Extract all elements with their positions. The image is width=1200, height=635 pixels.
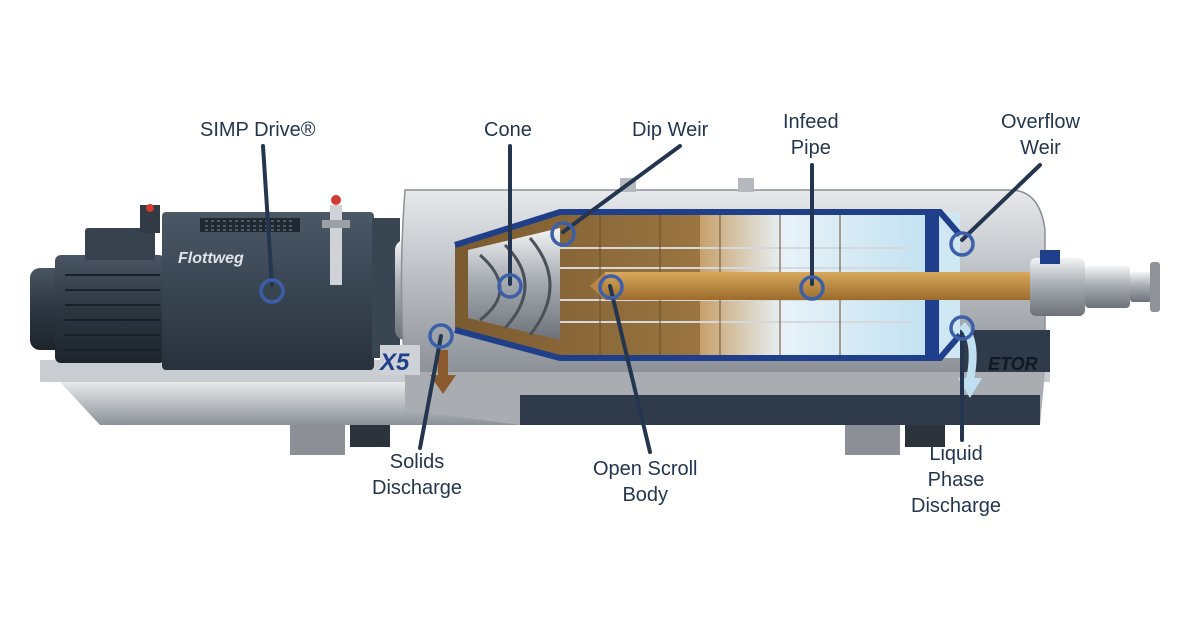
label-line: Phase — [927, 469, 985, 491]
label-line: Pipe — [790, 137, 831, 159]
label-line: Cone — [484, 119, 532, 141]
model-badge: X5 — [378, 349, 410, 376]
callout-markers — [259, 221, 975, 349]
circle-marker-icon — [799, 275, 825, 301]
callout-line-solids-discharge — [418, 334, 443, 450]
label-overflow-weir: Overflow Weir — [1001, 109, 1080, 161]
side-brand-text: ETOR — [988, 354, 1038, 374]
circle-marker-icon — [598, 274, 624, 300]
solids-discharge-arrow-icon — [430, 350, 456, 394]
flottweg-logo: Flottweg — [178, 250, 244, 267]
label-line: Weir — [1020, 137, 1061, 159]
label-line: Overflow — [1001, 111, 1080, 133]
label-open-scroll-body: Open Scroll Body — [593, 456, 698, 508]
label-line: Solids — [389, 451, 445, 473]
callout-line-simp-drive — [261, 144, 274, 287]
circle-marker-icon — [259, 278, 285, 304]
circle-marker-icon — [949, 231, 975, 257]
label-line: Discharge — [911, 495, 1002, 517]
label-line: Body — [622, 484, 669, 506]
label-line: SIMP Drive® — [200, 119, 316, 141]
label-line: Discharge — [372, 477, 463, 499]
circle-marker-icon — [550, 221, 576, 247]
circle-marker-icon — [428, 323, 454, 349]
simp-drive-housing — [162, 195, 400, 370]
label-line: Dip Weir — [632, 119, 709, 141]
motor — [30, 204, 165, 363]
label-cone: Cone — [484, 117, 532, 143]
feed-connection — [1030, 250, 1160, 316]
label-dip-weir: Dip Weir — [632, 117, 708, 143]
callout-line-dip-weir — [561, 144, 682, 234]
label-line: Liquid — [929, 443, 983, 465]
callout-lines — [261, 144, 1042, 454]
label-simp-drive: SIMP Drive® — [200, 117, 316, 143]
callout-line-open-scroll-body — [608, 284, 652, 454]
label-line: Open Scroll — [593, 458, 698, 480]
label-liquid-phase-discharge: Liquid Phase Discharge — [911, 441, 1001, 519]
label-solids-discharge: Solids Discharge — [372, 449, 462, 501]
label-infeed-pipe: Infeed Pipe — [783, 109, 839, 161]
callout-line-overflow-weir — [960, 163, 1042, 242]
label-line: Infeed — [783, 111, 839, 133]
circle-marker-icon — [949, 315, 975, 341]
circle-marker-icon — [497, 273, 523, 299]
